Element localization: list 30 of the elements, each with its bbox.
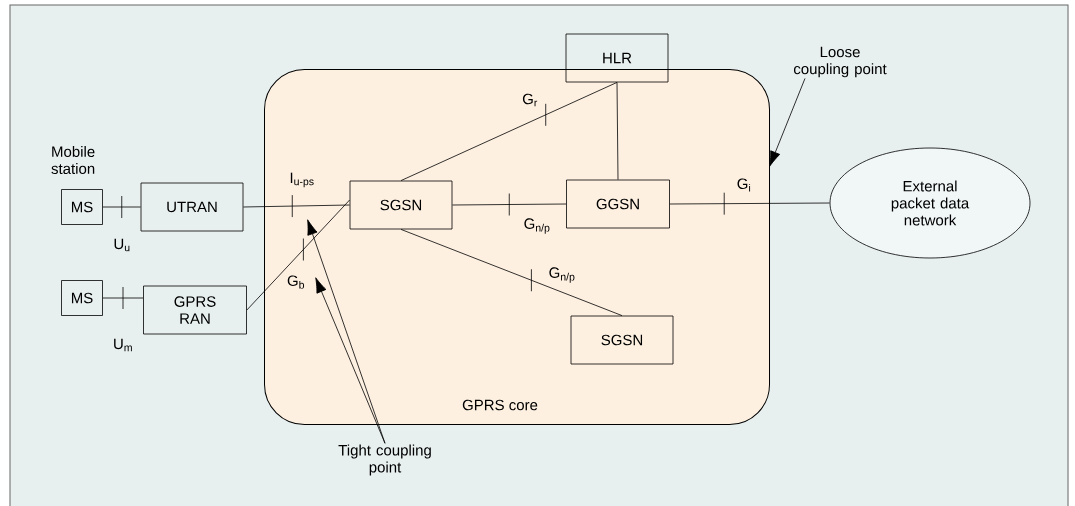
interface-link xyxy=(400,229,623,316)
interface-label: G$_{n/p}$ xyxy=(524,218,550,234)
interface-label: I$_{u-ps}$ xyxy=(290,172,314,188)
leader-line xyxy=(315,277,386,444)
callout-text: Tight coupling point xyxy=(338,444,431,476)
network-element-box: UTRAN xyxy=(140,182,244,232)
interface-link xyxy=(452,193,567,216)
interface-link xyxy=(669,192,830,216)
connection-line xyxy=(769,78,806,167)
interface-label: G$_{n/p}$ xyxy=(549,267,575,283)
callout-text: Loose coupling point xyxy=(793,46,887,78)
network-element-box: GPRS RAN xyxy=(143,285,247,335)
network-element-box: SGSN xyxy=(570,315,674,365)
interface-label: G$_{i}$ xyxy=(737,178,751,192)
interface-link xyxy=(400,82,618,181)
node-caption: Mobile station xyxy=(51,146,95,174)
connection-line xyxy=(616,82,619,180)
interface-link xyxy=(243,194,350,218)
network-element-box: MS xyxy=(61,280,103,316)
network-element-box: HLR xyxy=(565,33,669,83)
interface-link xyxy=(102,195,141,219)
interface-link xyxy=(246,199,350,311)
network-element-box: MS xyxy=(61,189,103,225)
interface-link xyxy=(102,286,144,310)
network-element-box: SGSN xyxy=(349,180,453,230)
network-element-box: GGSN xyxy=(566,179,670,229)
interface-label: U$_{u}$ xyxy=(114,238,130,252)
interface-label: G$_{r}$ xyxy=(522,93,538,107)
interface-label: G$_{b}$ xyxy=(287,275,305,289)
interface-label: U$_{m}$ xyxy=(114,338,132,352)
